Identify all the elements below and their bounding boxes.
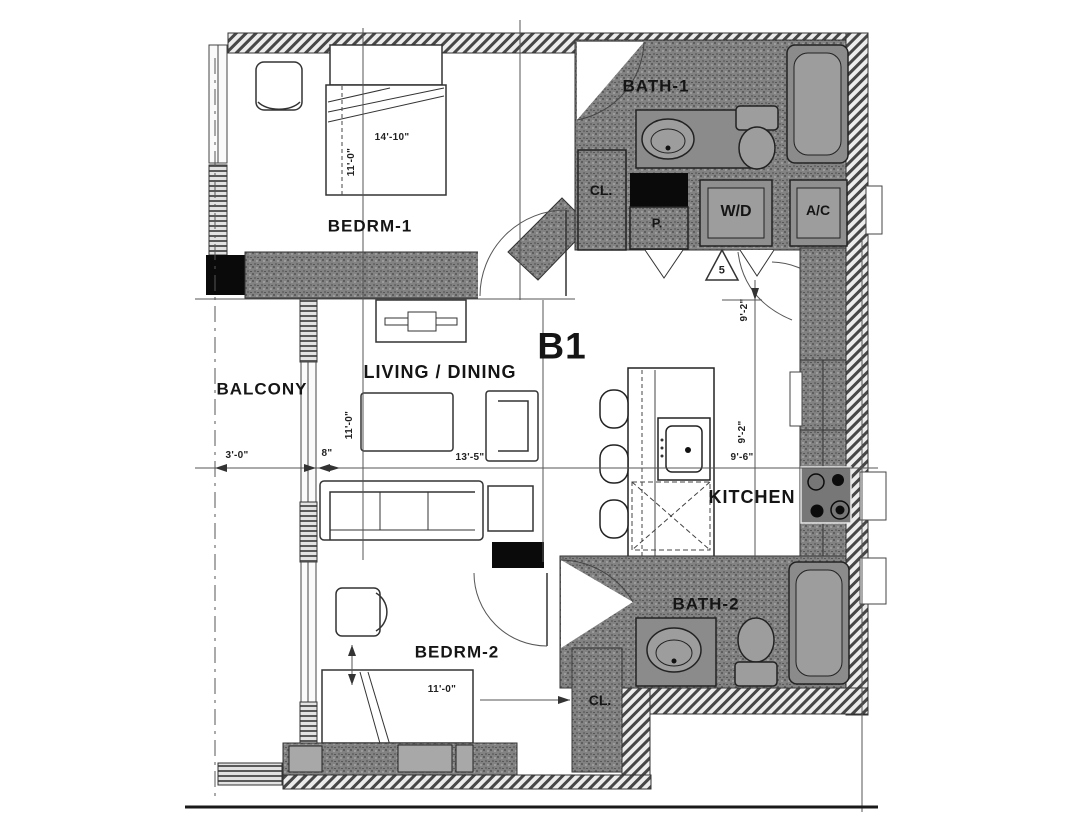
dim-bedrm2-width: 11'-0"	[427, 684, 457, 695]
dishwasher	[631, 481, 711, 551]
bath1-door-swing	[577, 42, 644, 120]
room-label-pantry: P.	[651, 215, 663, 231]
closet1	[577, 149, 627, 251]
right-ledge-upper	[865, 185, 883, 235]
kitchen-sink	[657, 417, 711, 481]
bifold-door-2	[739, 249, 775, 277]
bedrm1-wall-seg	[208, 164, 228, 256]
bar-stool-3	[599, 499, 629, 539]
room-label-bath2: BATH-2	[672, 594, 740, 614]
column-black	[206, 255, 252, 295]
bath1-block	[574, 39, 849, 333]
bedrm1-chair	[255, 61, 303, 111]
bath2-sink	[646, 627, 702, 673]
bath2-bottom-wall	[623, 687, 869, 715]
dim-balcony-width: 3'-0"	[225, 450, 249, 461]
dim-kitchen-depth-upper: 9'-2"	[739, 298, 750, 322]
room-label-balcony: BALCONY	[216, 379, 308, 399]
closet2-side-wall	[621, 687, 651, 777]
bath2-ledge	[859, 557, 887, 605]
counter-overhang	[789, 371, 803, 427]
room-label-bath1: BATH-1	[622, 76, 690, 96]
closet2	[571, 647, 623, 773]
bath1-toilet	[735, 105, 779, 170]
bedrm1-door-arc	[479, 209, 567, 297]
balcony-end-wall	[217, 762, 283, 786]
bar-stool-2	[599, 444, 629, 484]
dim-living-depth: 11'-0"	[344, 410, 355, 440]
bedrm2-door-arc	[473, 572, 548, 647]
bar-stool-1	[599, 389, 629, 429]
dimension-lines	[185, 20, 878, 812]
bedrm2-area	[282, 542, 623, 776]
room-label-wd: W/D	[720, 203, 752, 220]
washer-dryer-closet	[699, 179, 773, 247]
kitchen-island	[627, 367, 715, 559]
room-label-closet1: CL.	[589, 182, 613, 198]
bedrm2-chair	[335, 587, 388, 637]
interior-walls	[244, 197, 591, 300]
dim-living-width: 13'-5"	[455, 452, 485, 463]
bedrm2-bottom-band	[282, 742, 518, 776]
side-table	[487, 485, 534, 532]
armchair	[485, 390, 539, 462]
window-columns	[206, 44, 318, 769]
dim-bedrm1-depth: 11'-0"	[346, 147, 357, 177]
dim-kitchen-width: 9'-6"	[730, 452, 754, 463]
coffee-table	[360, 392, 454, 452]
room-label-living: LIVING / DINING	[363, 362, 517, 382]
bedrm1-divider-wall	[244, 251, 512, 299]
bedrm2-bottom-wall	[282, 774, 652, 790]
dim-kitchen-depth-lower: 9'-2"	[737, 420, 748, 444]
room-label-ac: A/C	[805, 202, 831, 218]
bedrm2-black-header	[492, 542, 544, 568]
dim-bedrm1-width: 14'-10"	[374, 132, 410, 143]
bed-2	[321, 669, 474, 744]
kitchen-window-ledge	[859, 471, 887, 521]
balcony-col-seg2	[299, 501, 318, 563]
stove-cooktop	[800, 466, 852, 524]
ac-closet	[789, 179, 848, 247]
bath2-door-swing	[561, 560, 633, 648]
sofa	[319, 480, 484, 541]
dim-wall-offset: 8"	[321, 448, 333, 459]
unit-label: B1	[537, 325, 587, 367]
room-label-closet2: CL.	[588, 692, 612, 708]
console-table	[375, 299, 467, 343]
bath2-toilet	[734, 617, 778, 687]
kitchen-block	[599, 247, 852, 561]
room-label-bedrm2: BEDRM-2	[414, 642, 500, 662]
bedrm1-furniture	[255, 44, 447, 196]
bifold-door-1	[644, 249, 684, 279]
keynote-triangle	[704, 248, 740, 281]
living-furniture	[319, 299, 539, 541]
bath1-bathtub	[786, 44, 849, 164]
room-label-kitchen: KITCHEN	[708, 487, 796, 507]
room-label-bedrm1: BEDRM-1	[327, 216, 413, 236]
bath1-black-box	[630, 173, 688, 207]
bed-1	[325, 44, 447, 196]
bath2-bathtub	[788, 561, 850, 685]
keynote-number: 5	[718, 264, 726, 277]
pantry-closet	[629, 206, 689, 250]
balcony-col-seg1	[299, 295, 318, 363]
